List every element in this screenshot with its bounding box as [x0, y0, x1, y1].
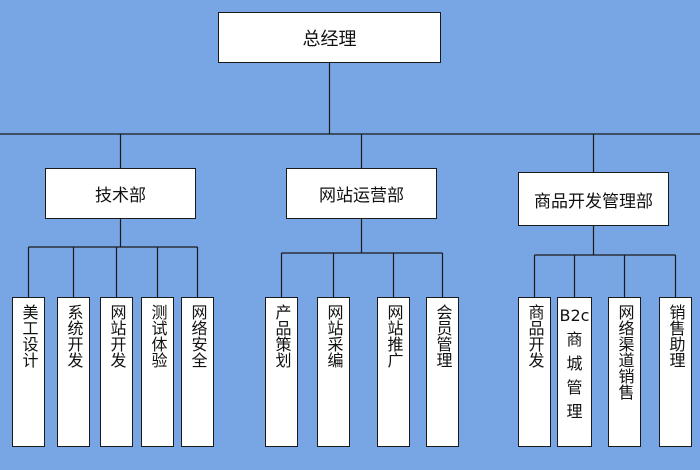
leaf-label: 网站采编 — [324, 304, 344, 368]
leaf-box: 系统开发 — [57, 297, 90, 447]
leaf-box: 产品策划 — [265, 297, 298, 447]
leaf-box: 网络渠道销售 — [608, 297, 641, 447]
leaf-box: B2c 商 城 管 理 — [557, 297, 592, 447]
leaf-label: 会员管理 — [433, 304, 453, 368]
dept-operations-label: 网站运营部 — [319, 186, 404, 206]
leaf-box: 网络安全 — [181, 297, 214, 447]
leaf-label: 产品策划 — [272, 304, 292, 368]
general-manager-box: 总经理 — [218, 12, 441, 63]
leaf-label: 测试体验 — [148, 304, 168, 368]
leaf-label: 销售助理 — [666, 304, 686, 368]
dept-product-box: 商品开发管理部 — [518, 172, 669, 226]
leaf-box: 会员管理 — [426, 297, 459, 447]
leaf-label: 美工设计 — [19, 304, 39, 368]
general-manager-label: 总经理 — [302, 28, 357, 50]
leaf-label: 网站推广 — [384, 304, 404, 368]
leaf-box: 网站采编 — [317, 297, 350, 447]
dept-tech-label: 技术部 — [95, 186, 146, 206]
leaf-box: 商品开发 — [518, 297, 551, 447]
dept-product-label: 商品开发管理部 — [534, 191, 653, 212]
leaf-label: B2c 商 城 管 理 — [559, 306, 590, 421]
leaf-box: 美工设计 — [12, 297, 45, 447]
leaf-label: 网络渠道销售 — [615, 304, 635, 400]
leaf-box: 网站开发 — [100, 297, 133, 447]
leaf-label: 网络安全 — [188, 304, 208, 368]
leaf-box: 销售助理 — [659, 297, 692, 447]
dept-operations-box: 网站运营部 — [286, 168, 437, 219]
leaf-label: 商品开发 — [525, 304, 545, 368]
leaf-label: 系统开发 — [64, 304, 84, 368]
leaf-box: 网站推广 — [377, 297, 410, 447]
leaf-box: 测试体验 — [141, 297, 174, 447]
dept-tech-box: 技术部 — [45, 168, 196, 219]
leaf-label: 网站开发 — [107, 304, 127, 368]
